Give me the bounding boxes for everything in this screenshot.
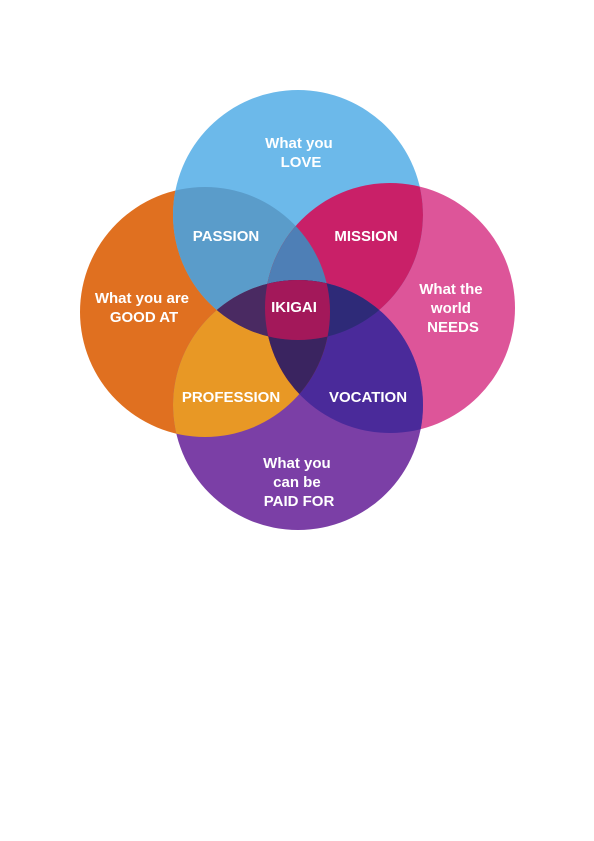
label-good-at-line-1: What you are xyxy=(95,290,189,307)
label-good-at: What you are GOOD AT xyxy=(95,290,193,326)
label-love-line-2: LOVE xyxy=(281,154,322,171)
label-love: What you LOVE xyxy=(265,135,337,171)
label-good-at-line-2: GOOD AT xyxy=(110,309,178,326)
label-world-needs-line-2: world xyxy=(430,300,471,317)
label-paid-for-line-1: What you xyxy=(263,455,331,472)
label-paid-for: What you can be PAID FOR xyxy=(263,455,335,510)
label-paid-for-line-2: can be xyxy=(273,474,321,491)
label-world-needs-line-3: NEEDS xyxy=(427,319,479,336)
label-world-needs: What the world NEEDS xyxy=(419,281,487,336)
label-vocation: VOCATION xyxy=(329,389,407,406)
label-love-line-1: What you xyxy=(265,135,333,152)
label-ikigai: IKIGAI xyxy=(271,299,317,316)
label-paid-for-line-3: PAID FOR xyxy=(264,493,335,510)
label-mission: MISSION xyxy=(334,228,397,245)
label-world-needs-line-1: What the xyxy=(419,281,482,298)
label-profession: PROFESSION xyxy=(182,389,280,406)
label-passion: PASSION xyxy=(193,228,259,245)
